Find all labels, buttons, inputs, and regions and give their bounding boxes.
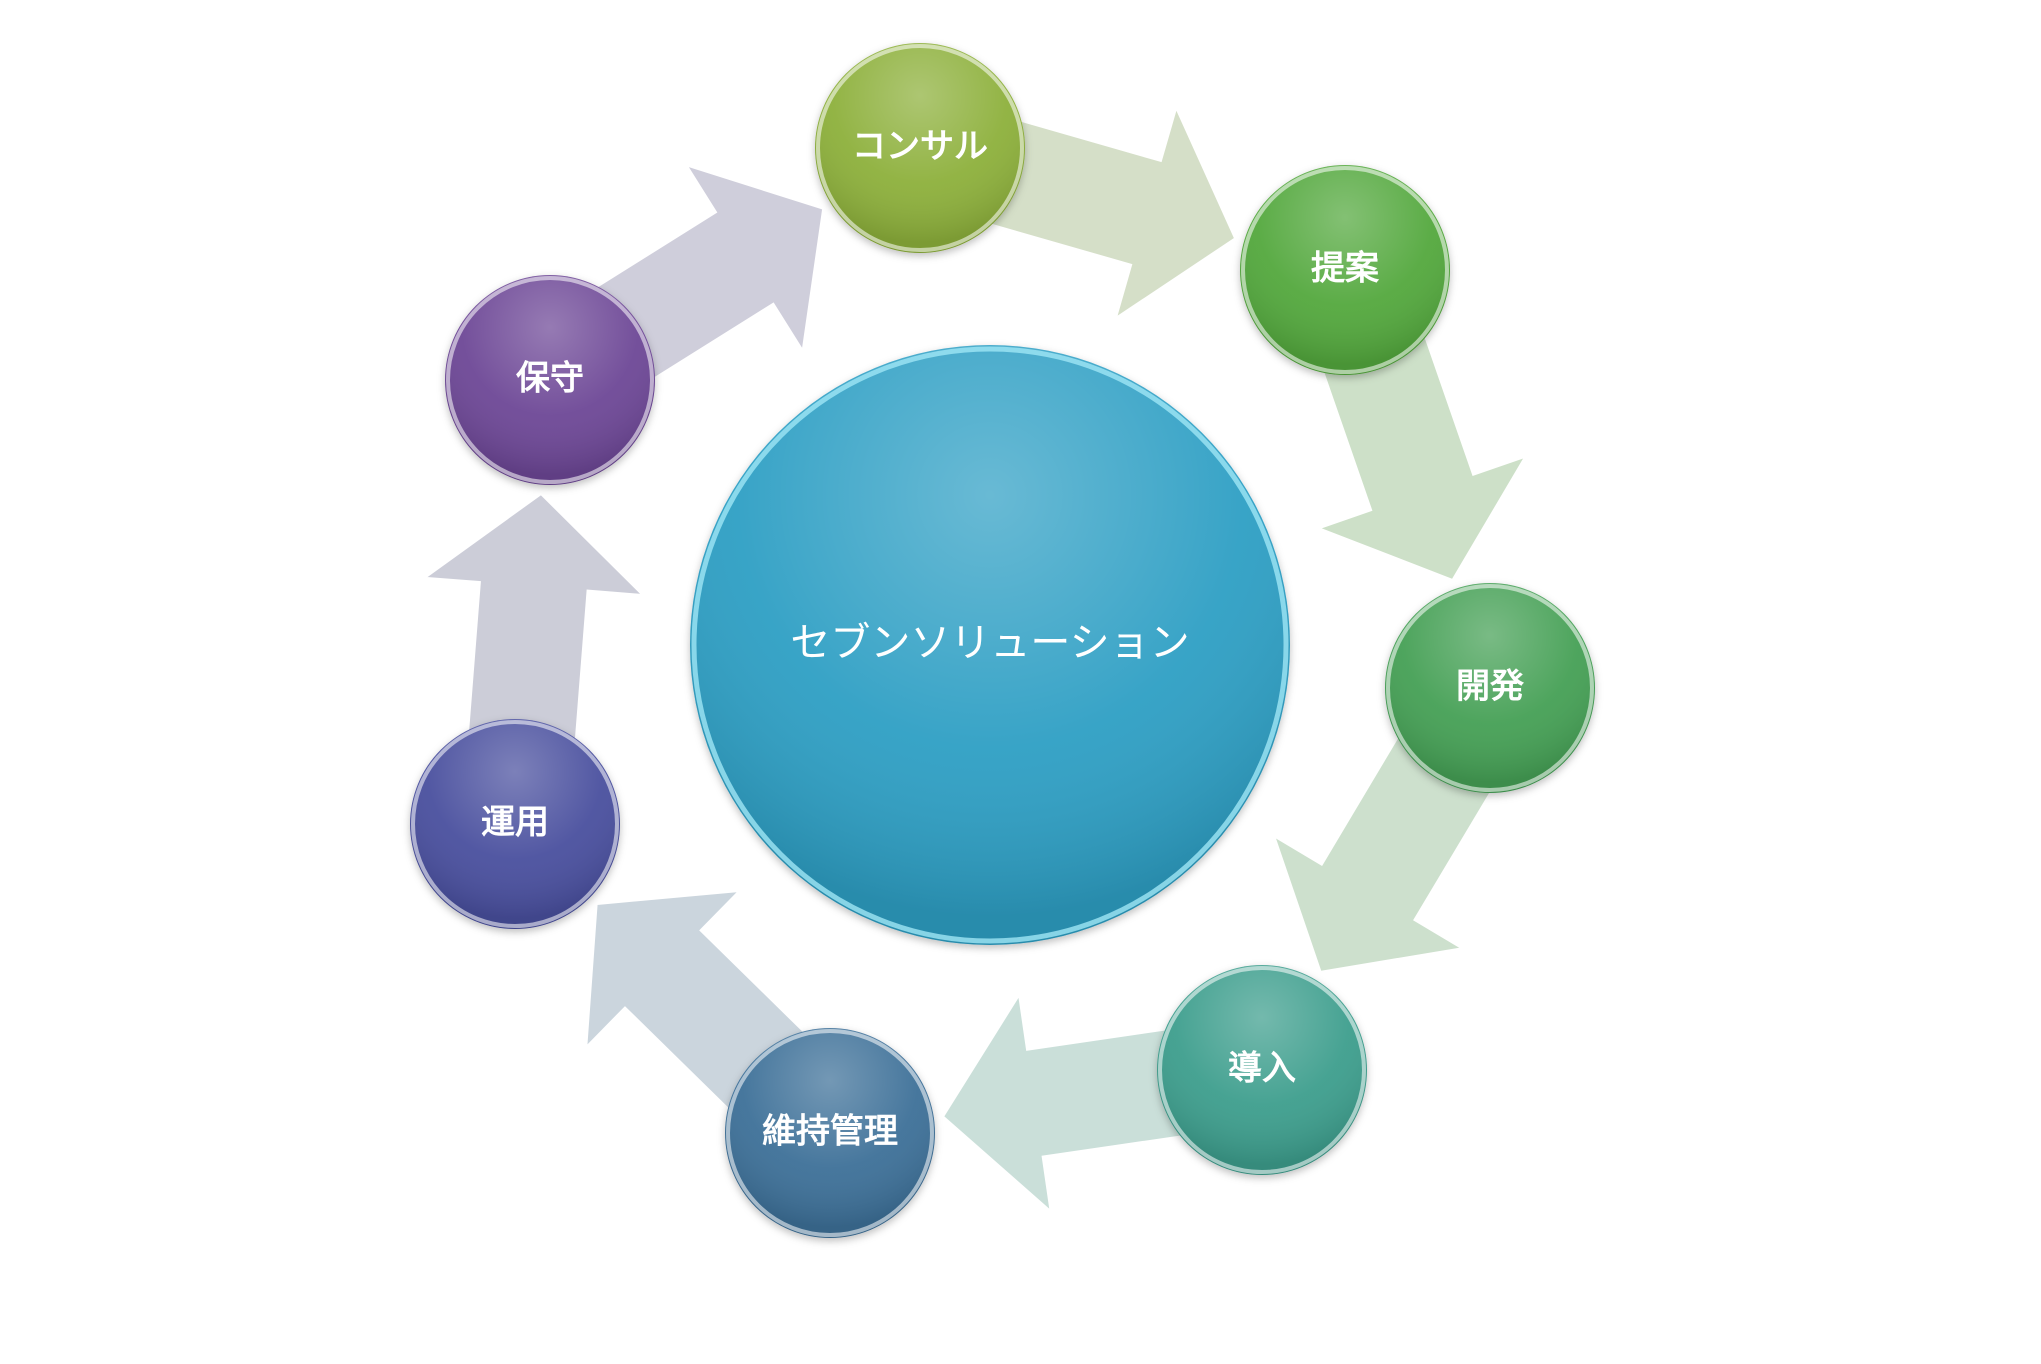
- cycle-node-rim: [816, 44, 1024, 252]
- center-circle: セブンソリューション: [690, 345, 1290, 945]
- cycle-node-label: 維持管理: [762, 1112, 898, 1152]
- cycle-node-shine: [1240, 165, 1450, 375]
- cycle-node-label: 提案: [1311, 249, 1380, 289]
- cycle-node-label: 運用: [481, 803, 549, 843]
- cycle-node-rim: [1158, 966, 1366, 1174]
- cycle-node-rim: [726, 1029, 934, 1237]
- cycle-node-label: 保守: [516, 359, 584, 399]
- cycle-node: コンサル: [815, 43, 1025, 253]
- cycle-node-label: コンサル: [852, 127, 988, 167]
- cycle-node-rim: [411, 720, 619, 928]
- cycle-node: 維持管理: [725, 1028, 935, 1238]
- cycle-node: 開発: [1385, 583, 1595, 793]
- cycle-node-shine: [815, 43, 1025, 253]
- cycle-node-shine: [410, 719, 620, 929]
- cycle-node-label: 開発: [1456, 667, 1525, 707]
- cycle-node-shine: [1157, 965, 1367, 1175]
- cycle-node-shine: [1385, 583, 1595, 793]
- cycle-node-rim: [446, 276, 654, 484]
- cycle-node: 保守: [445, 275, 655, 485]
- cycle-node-shine: [725, 1028, 935, 1238]
- cycle-node-rim: [1386, 584, 1594, 792]
- center-label: セブンソリューション: [790, 620, 1189, 666]
- cycle-node-rim: [1241, 166, 1449, 374]
- cycle-node: 導入: [1157, 965, 1367, 1175]
- cycle-node-label: 導入: [1228, 1049, 1296, 1089]
- cycle-node-shine: [445, 275, 655, 485]
- cycle-node: 提案: [1240, 165, 1450, 375]
- cycle-node: 運用: [410, 719, 620, 929]
